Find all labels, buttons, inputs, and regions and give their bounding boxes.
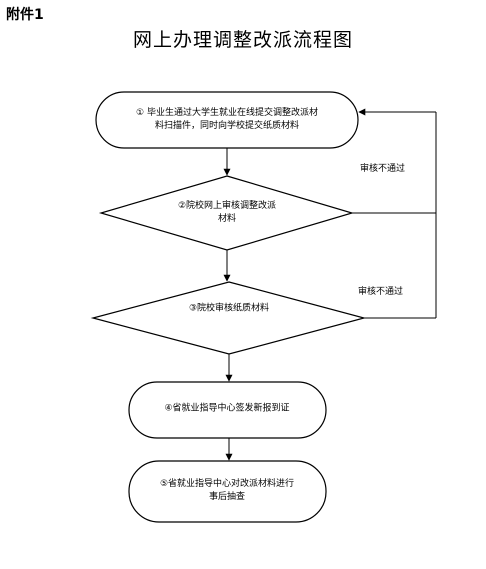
step3-line1: ③院校审核纸质材料 (188, 303, 270, 314)
step5-line1: ⑤省就业指导中心对改派材料进行 (159, 479, 295, 489)
step4-text: ④省就业指导中心签发新报到证 (164, 403, 289, 416)
page-title: 网上办理调整改派流程图 (132, 29, 353, 51)
step3-text: ③院校审核纸质材料 (189, 303, 269, 316)
step1-line2: 料扫描件，同时向学校提交纸质材料 (154, 121, 299, 131)
step3-decision (90, 281, 367, 355)
step2-line1: ②院校网上审核调整改派 (177, 201, 277, 211)
step2-line2: 材料 (217, 214, 237, 224)
step5-line2: 事后抽查 (208, 492, 246, 502)
reject-label-step3: 审核不通过 (358, 287, 404, 297)
step5-node (128, 460, 327, 523)
step4-node (128, 381, 327, 439)
step1-text: ① 毕业生通过大学生就业在线提交调整改派材 料扫描件，同时向学校提交纸质材料 (136, 107, 318, 133)
attachment-label: 附件1 (6, 7, 44, 23)
step5-text: ⑤省就业指导中心对改派材料进行 事后抽查 (160, 478, 294, 504)
step4-line1: ④省就业指导中心签发新报到证 (164, 403, 290, 414)
reject-label-step2: 审核不通过 (360, 164, 406, 174)
step1-line1: ① 毕业生通过大学生就业在线提交调整改派材 (136, 108, 318, 118)
step2-text: ②院校网上审核调整改派 材料 (178, 200, 276, 226)
